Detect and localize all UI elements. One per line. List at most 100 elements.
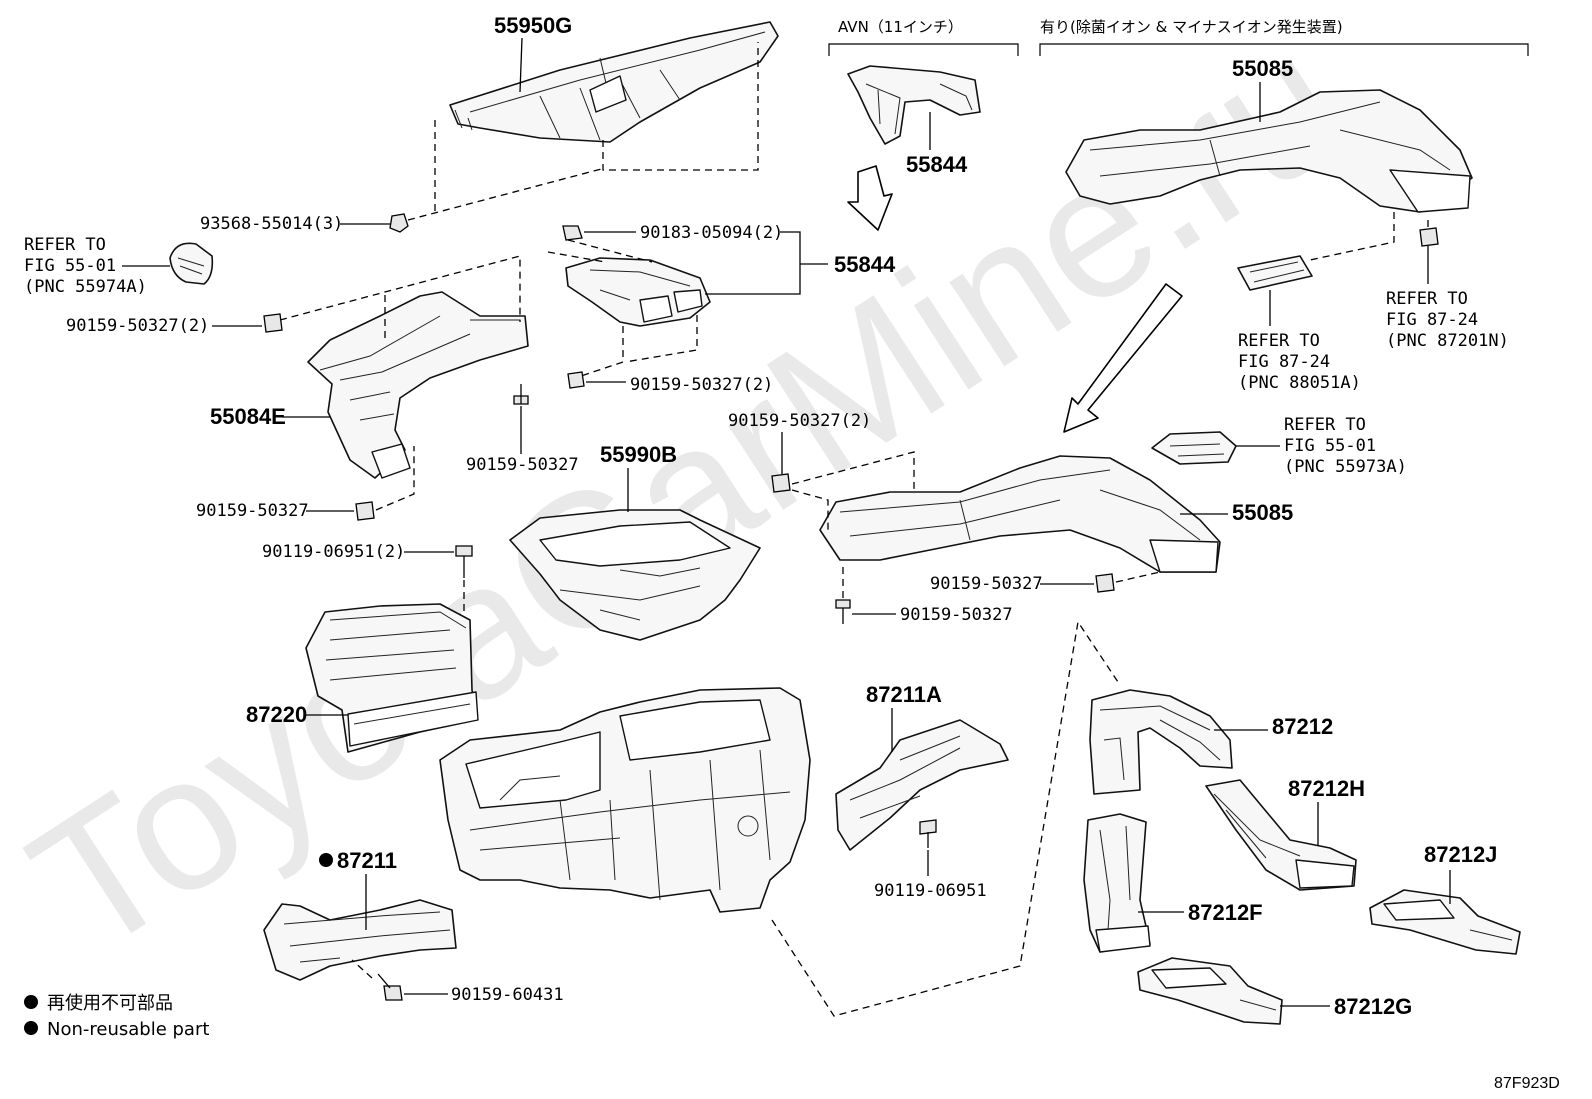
label-90159-50327-lower: 90159-50327 [196,501,309,521]
label-87212G: 87212G [1334,994,1412,1019]
part-ion-generator [1237,255,1313,291]
ref-87201N-line1: REFER TO [1386,289,1468,309]
section-ion-label: 有り(除菌イオン & マイナスイオン発生装置) [1040,18,1343,36]
dash-55084E-a [279,255,521,322]
bolt-90159-60431 [377,973,403,1001]
bolt-90159-screw-2 [835,599,851,624]
clip-90159-lower [355,501,375,521]
label-55084E: 55084E [210,404,286,429]
label-93568-55014: 93568-55014(3) [200,214,343,234]
ref-55973A-line1: REFER TO [1284,415,1366,435]
part-air-conditioning-unit [439,687,811,913]
ref-87201N-line2: FIG 87-24 [1386,310,1478,330]
clip-90159-mid [567,371,585,389]
part-87211A-duct [835,719,1009,851]
part-87211-duct [263,899,457,981]
ref-88051A-line3: (PNC 88051A) [1238,373,1361,393]
part-55844-avn-duct [847,65,981,145]
label-87212F: 87212F [1188,900,1263,925]
dash-90183 [567,239,653,263]
bolt-90119-06951 [919,819,937,848]
ref-55974A-line2: FIG 55-01 [24,256,116,276]
dash-55844-b [574,326,624,379]
dash-55950G-c [407,167,606,221]
bolt-90119-06951-2 [455,545,473,578]
dash-90159-right-a [791,451,915,494]
legend-bullet-en [24,1021,38,1035]
section-avn-label: AVN（11インチ） [838,18,963,36]
figure-code: 87F923D [1494,1075,1560,1092]
label-90159-50327-mid: 90159-50327(2) [630,375,773,395]
ref-55973A-line3: (PNC 55973A) [1284,457,1407,477]
label-90159-50327-55085: 90159-50327 [930,574,1043,594]
ref-88051A-line2: FIG 87-24 [1238,352,1330,372]
dash-90159-lower [375,446,415,511]
dash-55085-top-a [1309,212,1395,261]
legend-en: Non-reusable part [47,1019,209,1040]
clip-90159-55085 [1095,573,1115,593]
part-55974A-grille [169,242,214,285]
label-90159-60431: 90159-60431 [451,985,564,1005]
label-55950G: 55950G [494,13,572,38]
clip-93568 [389,213,409,233]
label-55844-avn: 55844 [906,152,968,177]
ref-87201N-line3: (PNC 87201N) [1386,331,1509,351]
part-55085-duct [819,455,1221,573]
arrow-down-avn [847,165,893,231]
part-87212J-duct [1369,889,1521,955]
part-55085-top-duct [1065,89,1473,213]
part-55973A-grille [1151,431,1237,465]
dash-90159-55085 [1115,571,1161,583]
label-55085-top: 55085 [1232,56,1293,81]
part-55084E-duct [307,291,529,479]
legend-jp: 再使用不可部品 [47,993,173,1014]
ref-88051A-line1: REFER TO [1238,331,1320,351]
dash-55844-a [547,251,606,263]
part-87212F-duct [1083,813,1151,953]
dash-unit-87212 [771,620,1119,1017]
dash-55950G-b [602,42,759,171]
ref-55974A-line1: REFER TO [24,235,106,255]
label-87211A: 87211A [866,682,942,707]
label-90119-06951: 90119-06951 [874,881,987,901]
label-55085-mid: 55085 [1232,500,1293,525]
label-87220: 87220 [246,702,307,727]
bracket-55844 [705,231,828,295]
part-87212H-duct [1205,779,1357,891]
ref-55973A-line2: FIG 55-01 [1284,436,1376,456]
part-87212G-duct [1137,957,1283,1025]
clip-90159-right [771,473,791,493]
label-90119-06951-2: 90119-06951(2) [262,542,405,562]
clip-90159-left [263,313,283,333]
section-avn-bracket [828,43,1019,56]
label-55844-mid: 55844 [834,252,896,277]
label-55990B: 55990B [600,442,677,467]
part-87212-duct [1089,689,1233,795]
arrow-to-55085 [1063,283,1183,433]
label-90159-50327-screw-2: 90159-50327 [900,605,1013,625]
clip-90183 [562,225,583,241]
label-90183-05094: 90183-05094(2) [640,223,783,243]
part-55950G-duct [449,21,779,143]
part-55844-duct [565,257,711,327]
clip-87201N [1419,227,1439,247]
label-87212J: 87212J [1424,842,1497,867]
label-90159-50327-screw: 90159-50327 [466,455,579,475]
ref-55974A-line3: (PNC 55974A) [24,277,147,297]
part-87220-duct [305,603,479,753]
label-87211: 87211 [337,848,397,873]
label-90159-50327-right: 90159-50327(2) [728,411,871,431]
legend-bullet-jp [24,995,38,1009]
label-87212: 87212 [1272,714,1333,739]
dash-87211 [351,959,373,979]
part-55990B-box [509,509,761,641]
section-ion-bracket [1039,43,1529,56]
label-87212H: 87212H [1288,776,1365,801]
dash-90159-right-b [791,489,829,530]
bolt-90159-screw [513,384,529,405]
label-90159-50327-left: 90159-50327(2) [66,316,209,336]
leader-55950G [519,37,523,93]
non-reusable-mark-87211 [319,853,333,867]
